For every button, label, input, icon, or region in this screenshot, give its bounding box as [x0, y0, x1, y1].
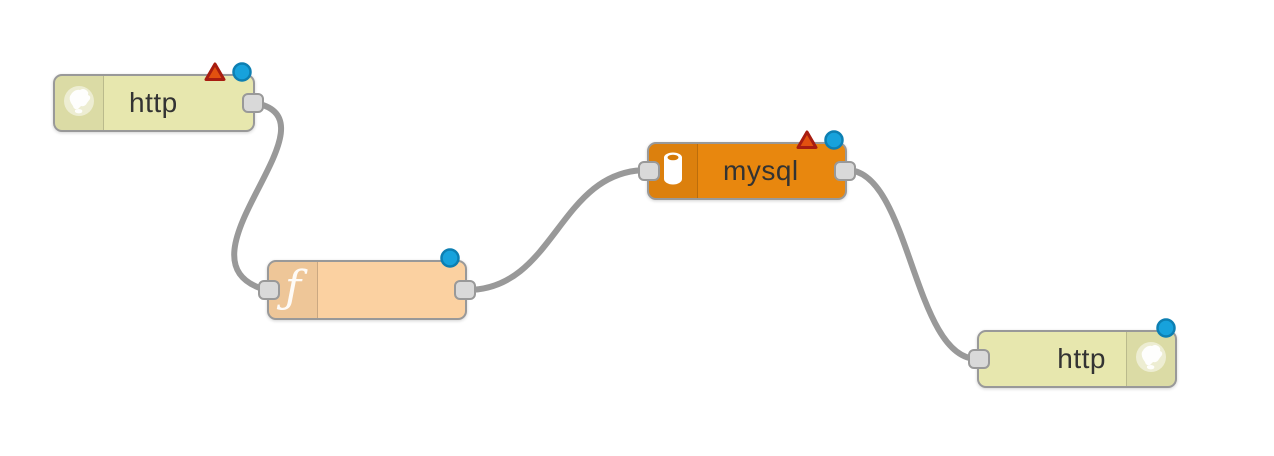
wire-mysql-to-http-response[interactable]: [844, 167, 980, 362]
output-port[interactable]: [454, 280, 476, 300]
output-port[interactable]: [834, 161, 856, 181]
error-triangle-icon: [203, 61, 227, 83]
node-http-response[interactable]: http: [968, 318, 1177, 388]
node-label: [318, 262, 465, 318]
node-label: http: [129, 87, 178, 118]
input-port[interactable]: [638, 161, 660, 181]
database-icon: [656, 149, 690, 194]
changed-dot-icon: [823, 129, 845, 151]
wire-function-to-mysql[interactable]: [464, 167, 650, 293]
node-function[interactable]: ƒ: [258, 248, 476, 320]
node-http-in[interactable]: http: [53, 62, 264, 132]
changed-dot-icon: [439, 247, 461, 269]
changed-dot-icon: [1155, 317, 1177, 339]
output-port[interactable]: [242, 93, 264, 113]
function-icon: ƒ: [284, 262, 302, 313]
input-port[interactable]: [968, 349, 990, 369]
error-triangle-icon: [795, 129, 819, 151]
node-icon-area: [55, 76, 104, 130]
node-label: mysql: [723, 155, 799, 186]
changed-dot-icon: [231, 61, 253, 83]
node-icon-area: [1126, 332, 1175, 386]
input-port[interactable]: [258, 280, 280, 300]
wire-http-in-to-function[interactable]: [231, 100, 284, 293]
globe-icon: [61, 83, 97, 124]
globe-icon: [1133, 339, 1169, 380]
node-mysql[interactable]: mysql: [638, 130, 856, 200]
node-label: http: [1057, 343, 1106, 374]
